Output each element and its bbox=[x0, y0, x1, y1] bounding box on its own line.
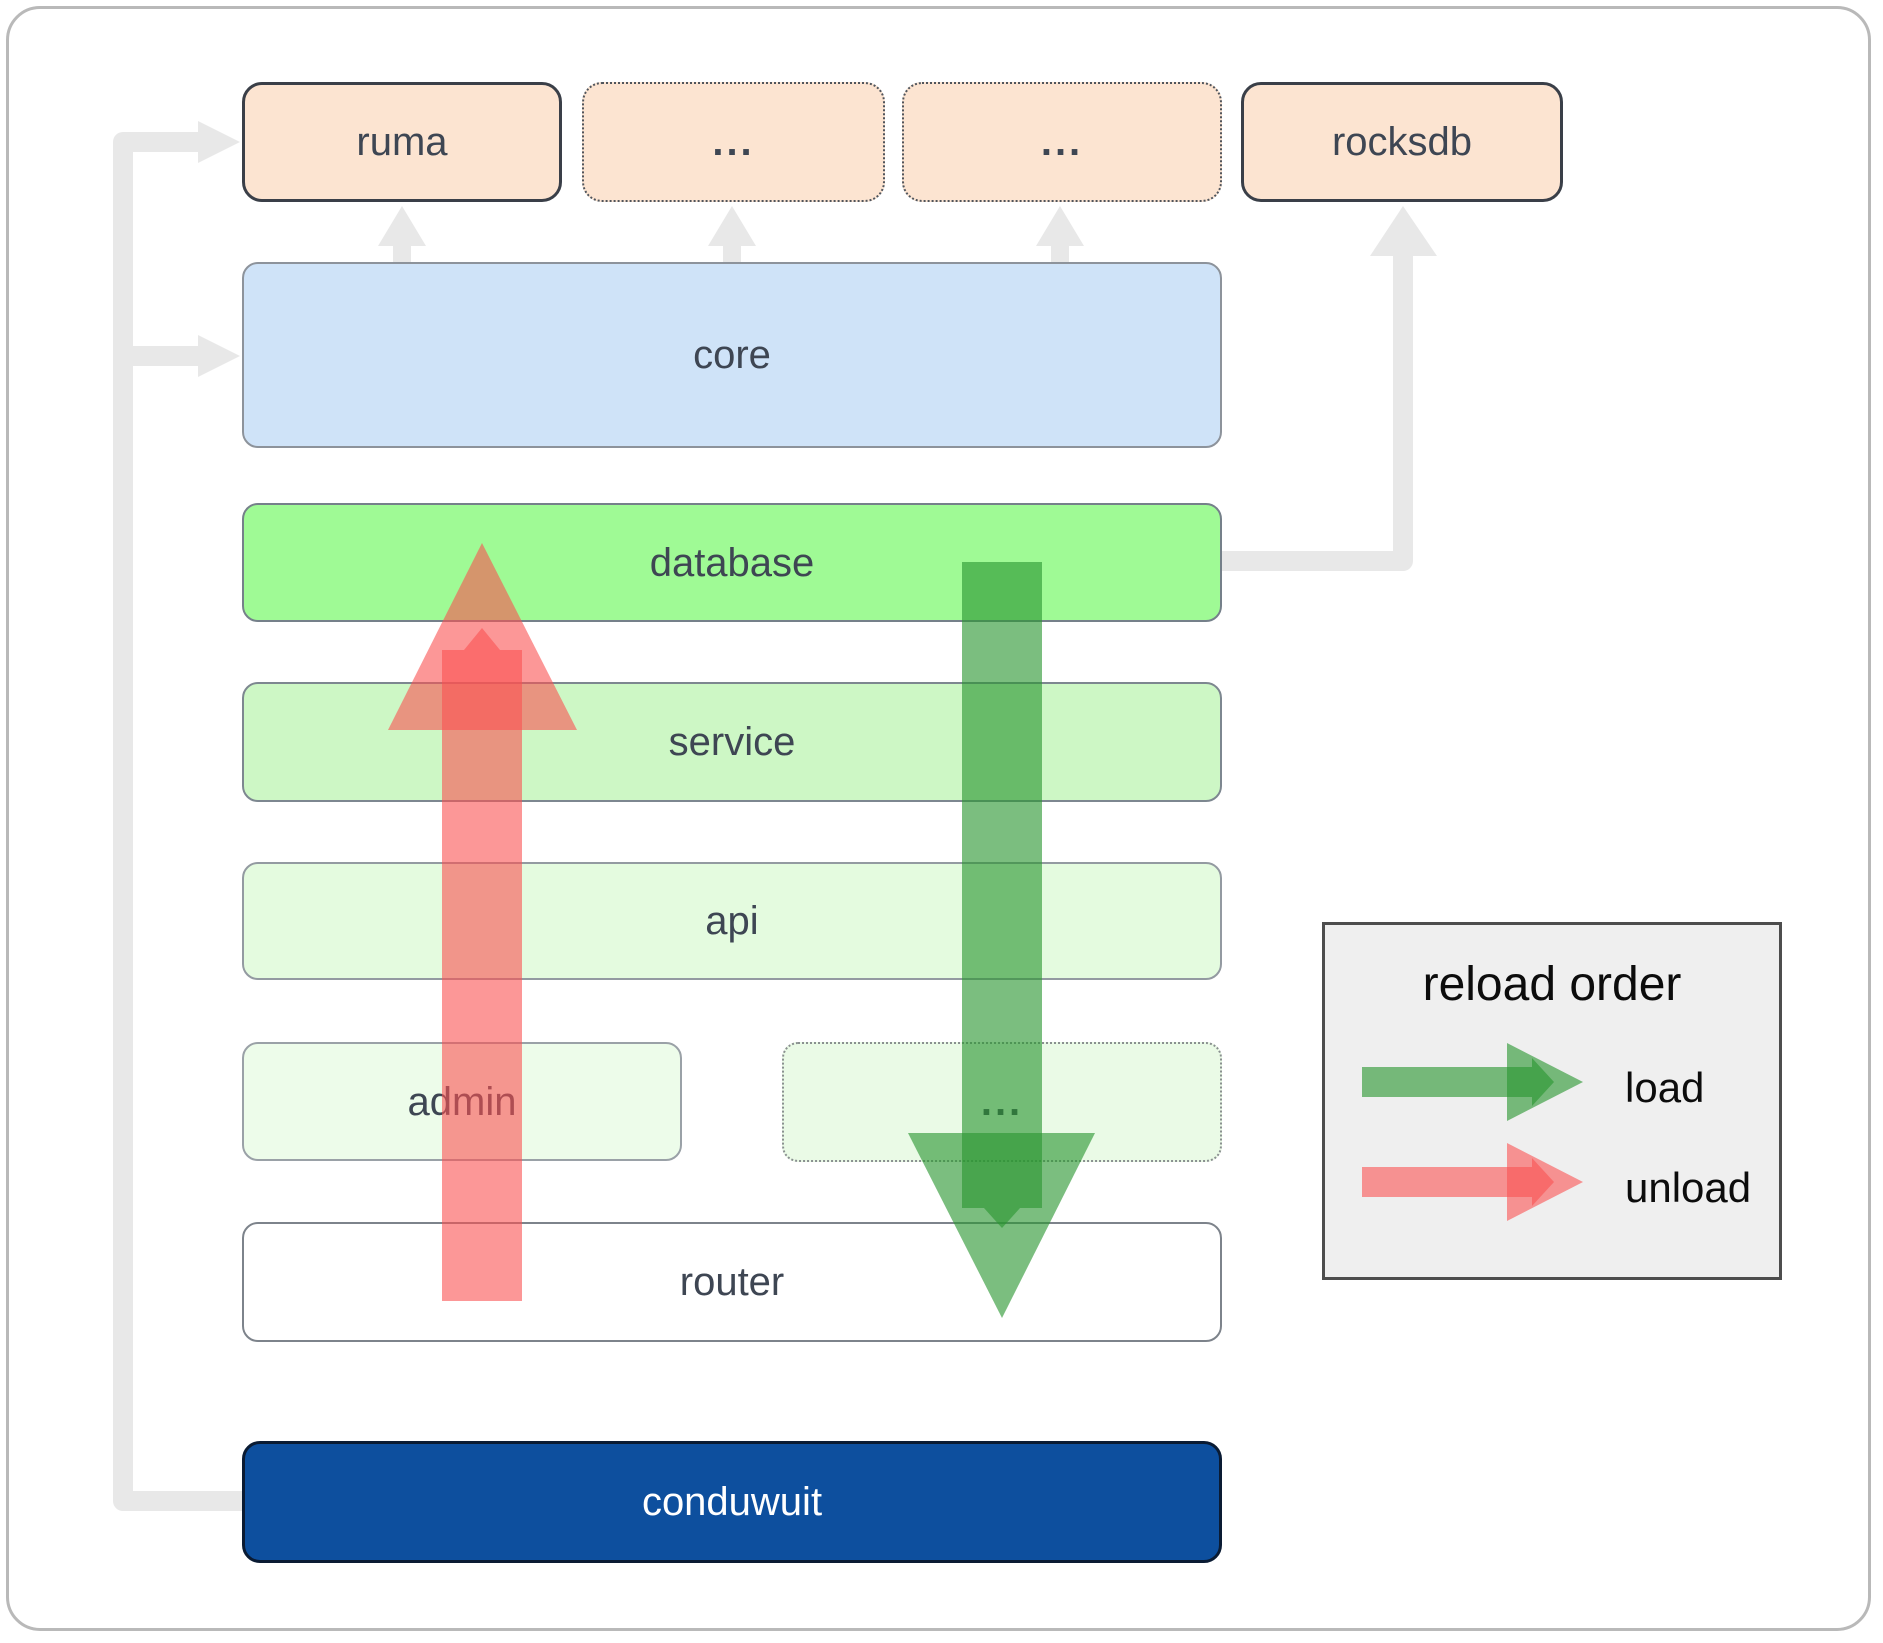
node-label: service bbox=[668, 720, 796, 764]
node-label: router bbox=[679, 1260, 785, 1304]
node-label: ... bbox=[1040, 120, 1084, 164]
node-label: database bbox=[649, 540, 815, 585]
node-rocksdb: rocksdb bbox=[1241, 82, 1563, 202]
node-label: ruma bbox=[356, 120, 448, 164]
node-label: core bbox=[693, 333, 771, 377]
node-core: core bbox=[242, 262, 1222, 448]
node-database: database bbox=[242, 503, 1222, 622]
node-label: ... bbox=[980, 1080, 1024, 1124]
node-label: api bbox=[705, 899, 759, 943]
legend-load-label: load bbox=[1625, 1064, 1705, 1111]
node-router: router bbox=[242, 1222, 1222, 1342]
node-label: conduwuit bbox=[641, 1480, 823, 1524]
node-label: rocksdb bbox=[1331, 120, 1473, 164]
node-conduwuit: conduwuit bbox=[242, 1441, 1222, 1563]
node-dependency-ellipsis-2: ... bbox=[902, 82, 1222, 202]
node-service-ellipsis: ... bbox=[782, 1042, 1222, 1162]
legend-panel: reload order load unload bbox=[1322, 922, 1782, 1280]
node-ruma: ruma bbox=[242, 82, 562, 202]
legend-title: reload order bbox=[1422, 958, 1682, 1011]
page-border bbox=[6, 6, 1871, 1631]
legend-unload-label: unload bbox=[1625, 1164, 1752, 1211]
node-label: admin bbox=[407, 1079, 517, 1124]
node-dependency-ellipsis-1: ... bbox=[582, 82, 885, 202]
node-service: service bbox=[242, 682, 1222, 802]
node-label: ... bbox=[712, 120, 755, 164]
node-api: api bbox=[242, 862, 1222, 980]
node-admin: admin bbox=[242, 1042, 682, 1161]
